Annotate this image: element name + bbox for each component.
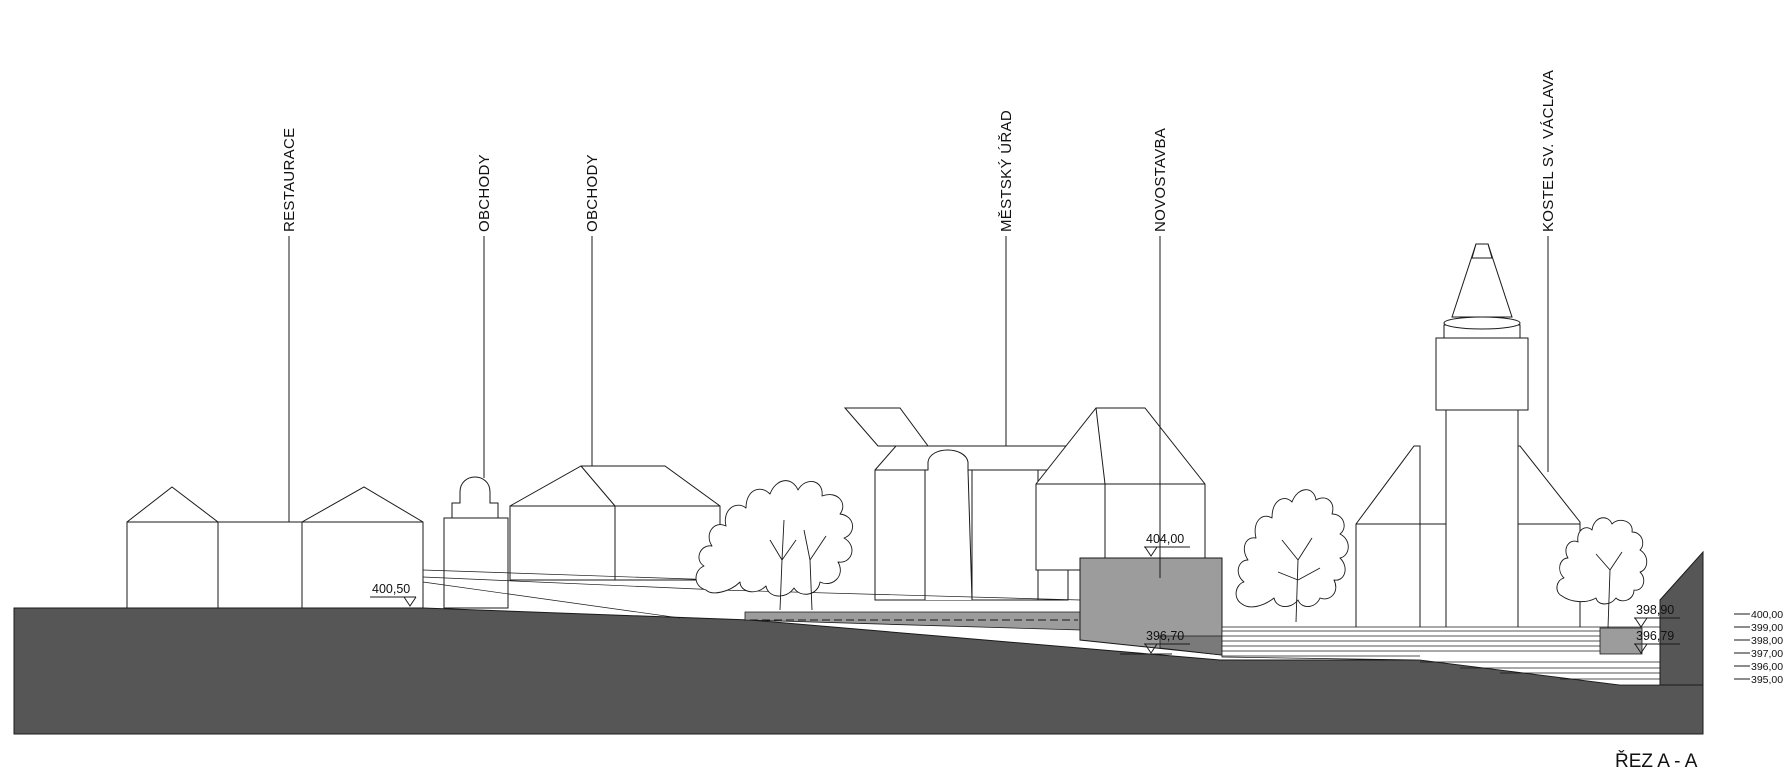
- label-kostel: KOSTEL SV. VÁCLAVA: [1540, 70, 1557, 232]
- svg-text:400,00: 400,00: [1751, 609, 1783, 621]
- svg-text:396,70: 396,70: [1146, 629, 1184, 643]
- tree-3: [1556, 517, 1648, 629]
- label-leaders: [288, 236, 1549, 578]
- svg-text:396,79: 396,79: [1636, 629, 1674, 643]
- elevation-396-79: 396,79: [1634, 629, 1680, 654]
- section-title: ŘEZ A - A: [1615, 750, 1698, 772]
- svg-text:395,00: 395,00: [1751, 674, 1783, 686]
- elevation-404-00: 404,00: [1144, 532, 1190, 557]
- svg-text:396,00: 396,00: [1751, 661, 1783, 673]
- svg-text:400,50: 400,50: [372, 582, 410, 596]
- elevation-396-70: 396,70: [1120, 629, 1190, 655]
- elevation-400-50: 400,50: [370, 582, 417, 607]
- elevation-398-90: 398,90: [1634, 603, 1680, 628]
- label-obchody-2: OBCHODY: [584, 154, 601, 232]
- height-scale: 400,00 399,00 398,00 397,00 396,00 395,0…: [1734, 609, 1783, 686]
- building-obchody-1: [443, 476, 509, 609]
- svg-text:398,90: 398,90: [1636, 603, 1674, 617]
- tree-1: [695, 480, 853, 611]
- building-mestsky-urad: [843, 407, 1069, 601]
- svg-text:404,00: 404,00: [1146, 532, 1184, 546]
- label-obchody-1: OBCHODY: [476, 154, 493, 232]
- church-kostel: [1355, 243, 1581, 633]
- building-obchody-2: [509, 465, 721, 581]
- novostavba-mass: [1079, 557, 1223, 656]
- tree-2: [1235, 489, 1349, 623]
- svg-text:399,00: 399,00: [1751, 622, 1783, 634]
- label-mestsky-urad: MĚSTSKÝ ÚŘAD: [998, 110, 1015, 232]
- svg-text:397,00: 397,00: [1751, 648, 1783, 660]
- label-restaurace: RESTAURACE: [281, 128, 298, 232]
- label-novostavba: NOVOSTAVBA: [1152, 128, 1169, 232]
- svg-text:398,00: 398,00: [1751, 635, 1783, 647]
- building-novostavba-back: [1035, 407, 1206, 571]
